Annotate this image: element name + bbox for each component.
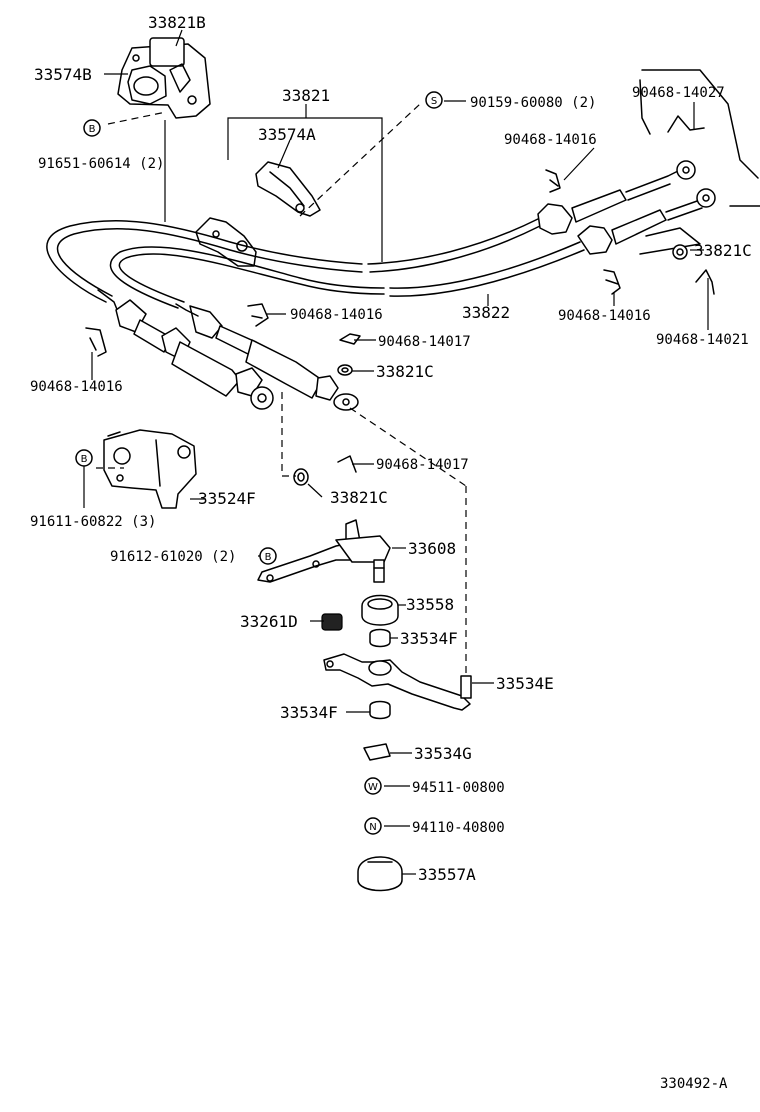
- part-label-90468-14021: 90468-14021: [656, 332, 749, 348]
- nut-symbol-n: N: [364, 817, 382, 835]
- part-label-33524f: 33524F: [198, 489, 256, 508]
- part-label-90468-14017-b: 90468-14017: [376, 457, 469, 473]
- part-label-33821b: 33821B: [148, 13, 206, 32]
- small-parts-drawing: [357, 743, 403, 892]
- part-label-33608: 33608: [408, 539, 456, 558]
- washer-symbol-w: W: [364, 777, 382, 795]
- part-labels: 33821B 33574B 91651-60614 (2) 33821 3357…: [30, 13, 752, 1092]
- part-label-33534f-b: 33534F: [280, 703, 338, 722]
- part-label-94511-00800: 94511-00800: [412, 780, 505, 796]
- part-label-90468-14017-a: 90468-14017: [378, 334, 471, 350]
- part-label-91611-60822: 91611-60822 (3): [30, 514, 156, 530]
- part-label-33534f-a: 33534F: [400, 629, 458, 648]
- part-label-90468-14016-a: 90468-14016: [504, 132, 597, 148]
- bolt-symbol-b-2: B: [75, 449, 93, 467]
- shift-cables-drawing: [46, 217, 585, 309]
- part-label-90468-14016-d: 90468-14016: [30, 379, 123, 395]
- symbol-s-text: S: [431, 96, 437, 107]
- bushings-drawing: [321, 594, 399, 720]
- part-label-33574a: 33574A: [258, 125, 316, 144]
- part-label-33821c-a: 33821C: [694, 241, 752, 260]
- bolt-symbol-b-1: B: [83, 119, 101, 137]
- cable-right-ends-drawing: [537, 69, 760, 255]
- symbol-b-text-3: B: [265, 552, 272, 563]
- symbol-n-text: N: [369, 822, 376, 833]
- lever-33534E-drawing: [323, 653, 472, 711]
- bolt-symbol-b-3: B: [259, 547, 277, 565]
- part-label-33574b: 33574B: [34, 65, 92, 84]
- diagram-code: 330492-A: [660, 1076, 728, 1092]
- part-label-33821c-c: 33821C: [330, 488, 388, 507]
- part-label-90468-14016-c: 90468-14016: [290, 307, 383, 323]
- part-label-33557a: 33557A: [418, 865, 476, 884]
- leader-lines: [83, 29, 709, 875]
- washers-drawing: [293, 244, 688, 486]
- part-label-90468-14016-b: 90468-14016: [558, 308, 651, 324]
- part-label-33534e: 33534E: [496, 674, 554, 693]
- symbol-b-text-2: B: [81, 454, 88, 465]
- part-label-33534g: 33534G: [414, 744, 472, 763]
- part-label-90159-60080: 90159-60080 (2): [470, 95, 596, 111]
- clips-drawing: [85, 115, 715, 473]
- part-label-33261d: 33261D: [240, 612, 298, 631]
- part-label-33822: 33822: [462, 303, 510, 322]
- symbol-b-text-1: B: [89, 124, 96, 135]
- circled-symbols: S B B B W N: [75, 91, 443, 835]
- bracket-33524F-drawing: [103, 429, 197, 509]
- part-label-91651-60614: 91651-60614 (2): [38, 156, 164, 172]
- part-label-94110-40800: 94110-40800: [412, 820, 505, 836]
- part-label-33821c-b: 33821C: [376, 362, 434, 381]
- symbol-w-text: W: [368, 782, 378, 793]
- part-label-33558: 33558: [406, 595, 454, 614]
- lever-retainer-drawing: [117, 37, 211, 222]
- part-label-33821: 33821: [282, 86, 330, 105]
- lever-33608-drawing: [257, 519, 391, 583]
- bracket-33574A-drawing: [195, 117, 383, 267]
- cable-left-ends-drawing: [97, 289, 359, 411]
- bolt-symbol-s: S: [425, 91, 443, 109]
- part-label-90468-14027: 90468-14027: [632, 85, 725, 101]
- part-label-91612-61020: 91612-61020 (2): [110, 549, 236, 565]
